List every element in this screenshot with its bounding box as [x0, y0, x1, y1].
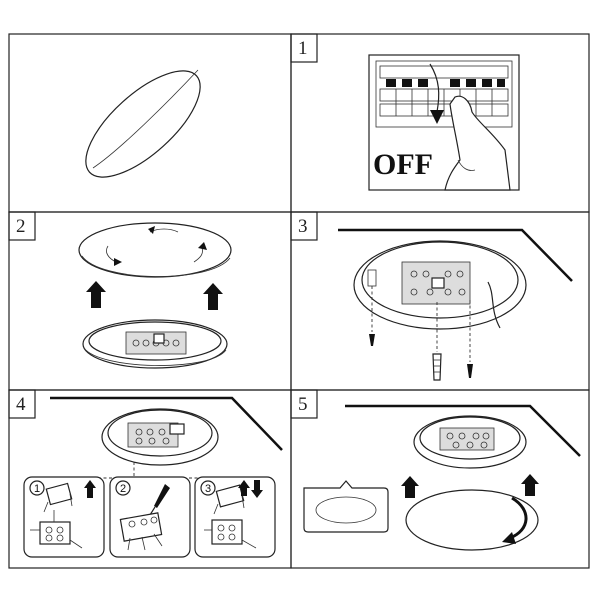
panel-step-2: 2 [8, 211, 232, 369]
wiring-substep-2: 2 [109, 476, 191, 558]
fuse-box: OFF [368, 54, 520, 191]
up-arrow-icon [401, 476, 419, 498]
substep-1-number: 1 [34, 483, 40, 495]
cover-disc [405, 489, 539, 551]
screw-icon [467, 364, 473, 378]
base-plate [82, 319, 228, 369]
ceiling-line [338, 228, 573, 282]
up-arrow-icon [521, 474, 539, 496]
cover-inset [303, 480, 389, 533]
wiring-substep-1: 1 [23, 476, 105, 558]
panel-step-4: 4 1 [8, 389, 283, 558]
up-arrow-icon [84, 480, 96, 498]
panel-step-3: 3 [290, 211, 573, 381]
screws [369, 286, 473, 381]
mounted-base [413, 415, 527, 469]
breaker-row-top [379, 65, 509, 87]
step-2-number: 2 [16, 216, 26, 237]
panel-product [85, 69, 201, 178]
substep-3-number: 3 [205, 483, 211, 495]
ceiling-lamp [85, 70, 201, 178]
breaker-row-mid [379, 88, 509, 117]
step-5-number: 5 [298, 394, 308, 415]
hand-icon [444, 95, 511, 191]
wiring-substep-3: 3 [194, 476, 276, 558]
step-1-number: 1 [298, 38, 308, 59]
anchor-icon [432, 353, 442, 381]
lift-arrows [86, 281, 223, 310]
rotate-arrow-icon [509, 496, 528, 540]
panel-grid [8, 33, 590, 569]
up-arrow-icon [86, 281, 106, 308]
step-3-number: 3 [298, 216, 308, 237]
screw-icon [369, 334, 375, 346]
up-arrow-icon [203, 283, 223, 310]
screwdriver-icon [154, 484, 170, 508]
mount-base [353, 240, 527, 330]
down-arrow-icon [251, 480, 263, 498]
wired-base [101, 408, 219, 466]
substep-2-number: 2 [120, 483, 126, 495]
off-label: OFF [373, 148, 433, 181]
panel-step-5: 5 [290, 389, 581, 551]
step-4-number: 4 [16, 394, 26, 415]
ceiling-line [50, 396, 283, 451]
panel-step-1: 1 [290, 33, 520, 191]
lift-arrows [401, 474, 539, 498]
up-arrow-icon [238, 480, 250, 496]
rotate-arrow-icon [149, 228, 179, 233]
ceiling-line [345, 404, 581, 457]
arrow-head-icon [430, 110, 444, 124]
cover-disc [78, 222, 232, 278]
switch-down-arrow [429, 63, 440, 113]
